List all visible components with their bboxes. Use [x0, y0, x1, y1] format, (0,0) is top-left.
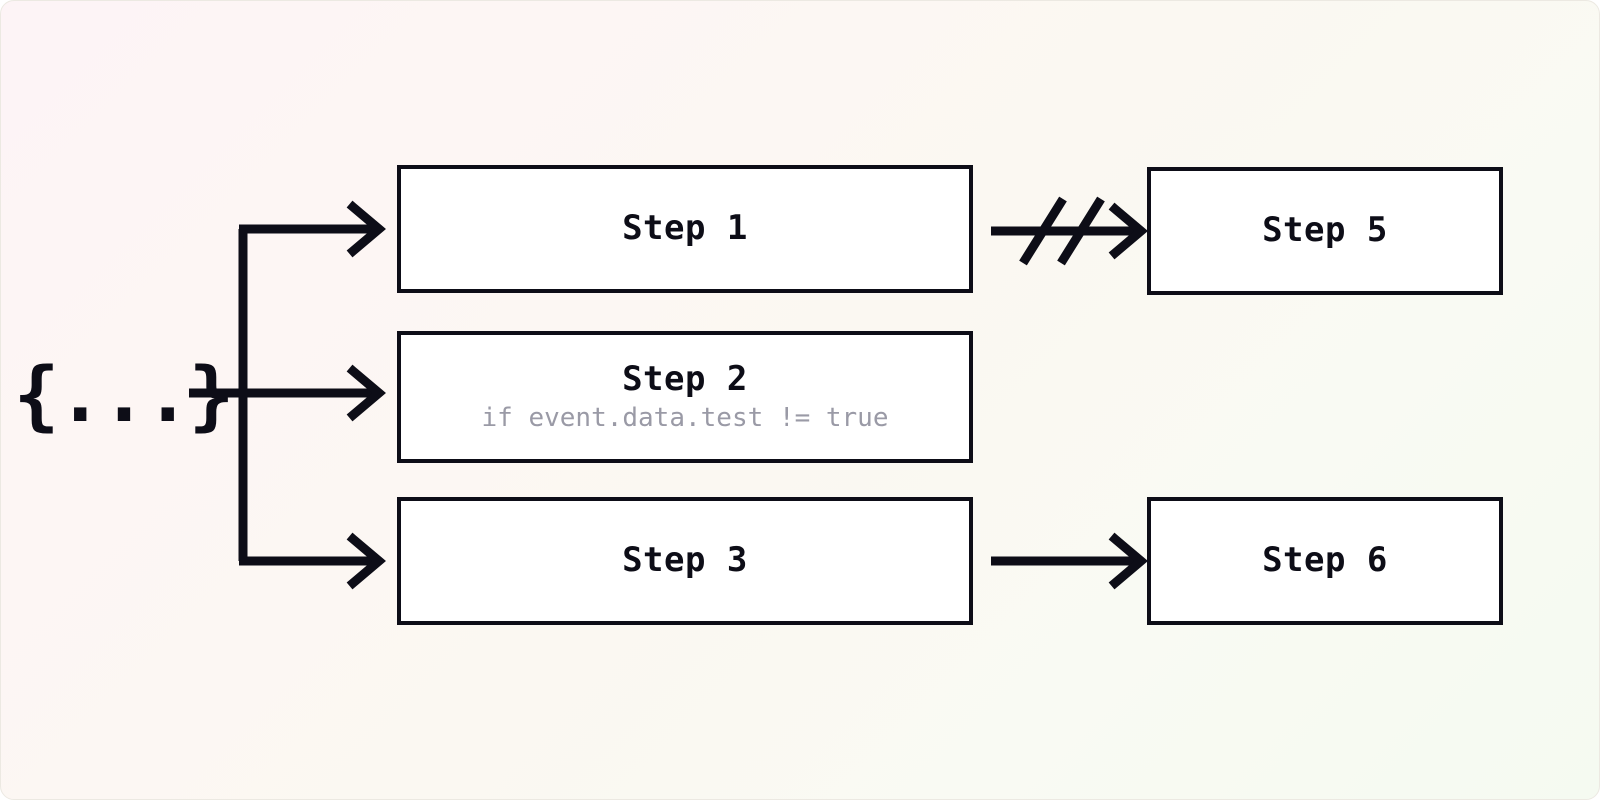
- node-step5-label: Step 5: [1262, 210, 1388, 251]
- edge-step1-to-step5-slash-2: [1057, 196, 1105, 266]
- edge-source-to-step1-arrowhead: [346, 200, 386, 258]
- node-step6[interactable]: Step 6: [1147, 497, 1503, 625]
- node-step3-label: Step 3: [622, 540, 748, 581]
- edge-source-to-step2-arrowhead: [346, 364, 386, 422]
- edge-step3-to-step6-arrowhead: [1108, 532, 1148, 590]
- node-step2-condition: if event.data.test != true: [481, 402, 889, 433]
- edge-step1-to-step5-slash-1: [1019, 196, 1067, 266]
- node-step1[interactable]: Step 1: [397, 165, 973, 293]
- node-step6-label: Step 6: [1262, 540, 1388, 581]
- edge-step1-to-step5-arrowhead: [1108, 202, 1148, 260]
- source-node-event-payload[interactable]: {...}: [13, 350, 235, 439]
- node-step2[interactable]: Step 2 if event.data.test != true: [397, 331, 973, 463]
- node-step2-label: Step 2: [622, 358, 748, 399]
- edge-source-to-step3-arrowhead: [346, 532, 386, 590]
- node-step3[interactable]: Step 3: [397, 497, 973, 625]
- node-step1-label: Step 1: [622, 208, 748, 249]
- node-step5[interactable]: Step 5: [1147, 167, 1503, 295]
